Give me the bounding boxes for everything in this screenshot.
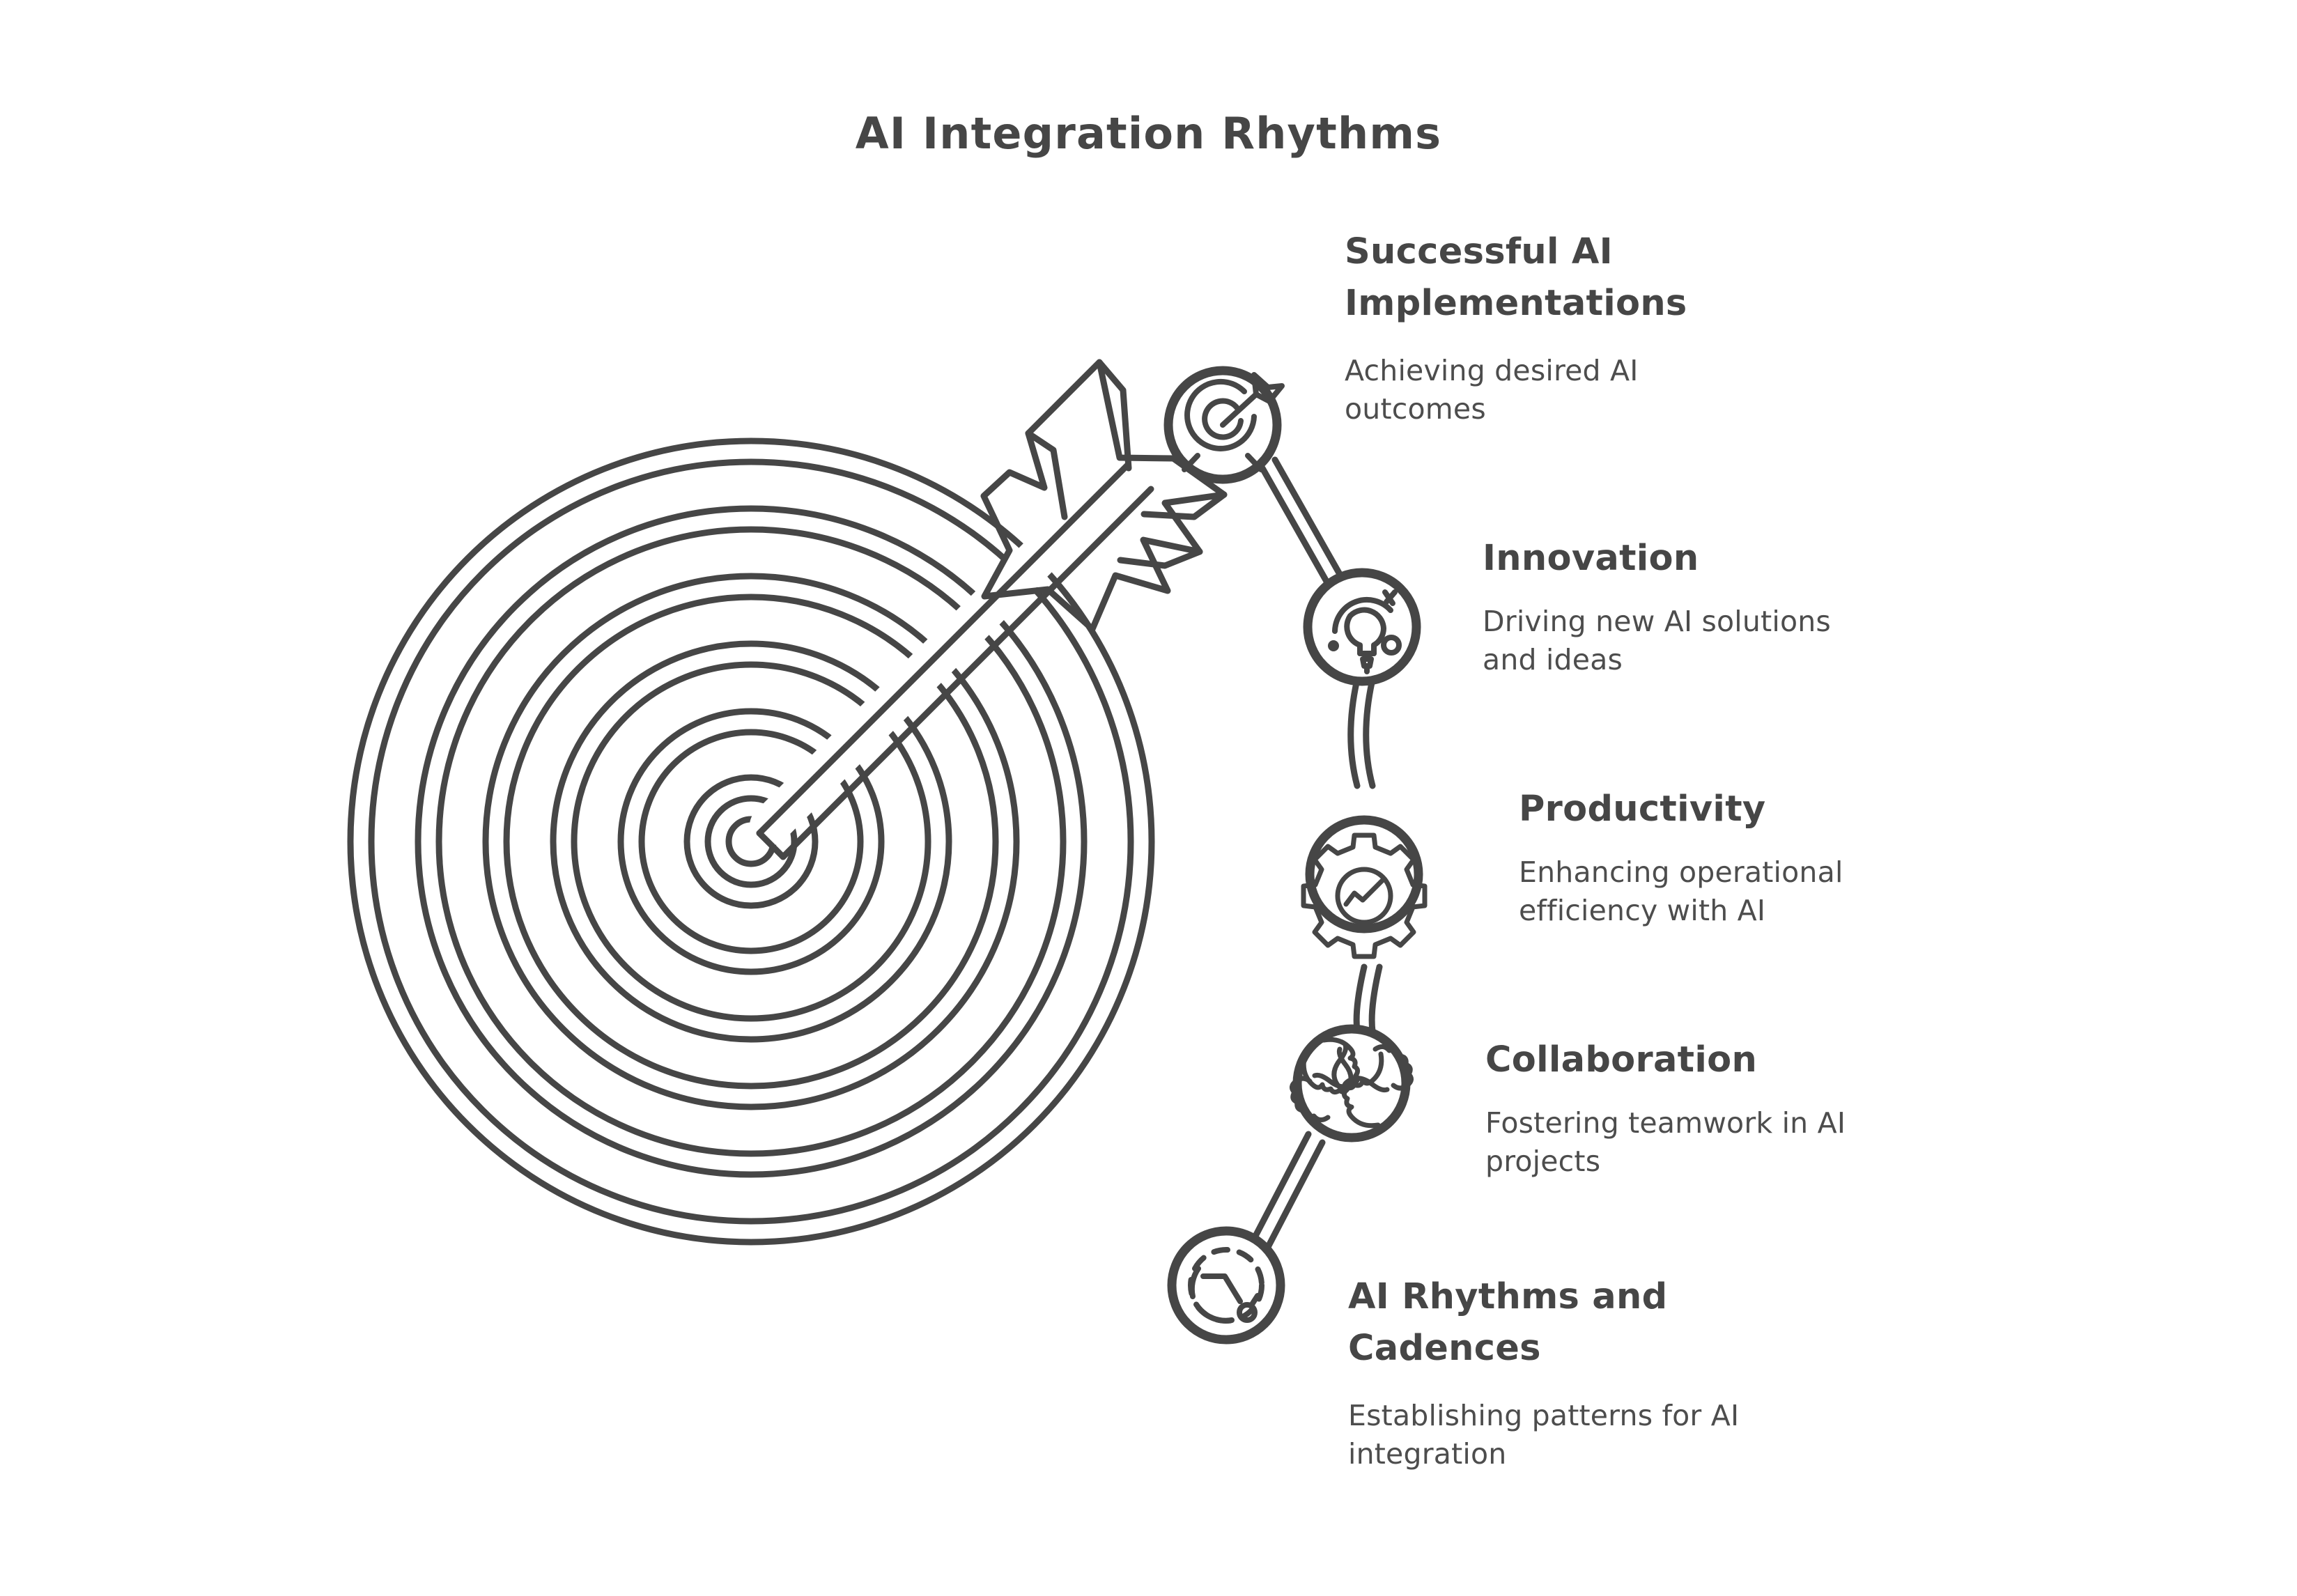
lightbulb-icon-dot-large <box>1381 635 1402 656</box>
connector-4-5-line-a <box>1249 1131 1312 1245</box>
hands-icon-hand-top-left <box>1312 1037 1361 1090</box>
page-title: AI Integration Rhythms <box>855 108 1442 159</box>
node-3-circle-productivity[interactable] <box>1301 815 1428 959</box>
target-icon-leg-left <box>1182 453 1200 472</box>
item-title-innovation: Innovation <box>1483 538 1699 579</box>
target-arrow-icon <box>1182 372 1285 472</box>
cycle-icon-solid-arc-2 <box>1189 1266 1201 1299</box>
connector-2-3-line-a <box>1347 679 1361 789</box>
gear-icon-hub <box>1335 867 1393 925</box>
target-ring-5 <box>503 594 999 1090</box>
node-5-circle-rhythms[interactable] <box>1167 1226 1285 1345</box>
gear-icon-trend-line <box>1343 878 1385 907</box>
arrow-shaft-edge-a <box>756 462 1131 837</box>
item-desc-productivity: Enhancing operational efficiency with AI <box>1519 855 1843 927</box>
target-ring-9 <box>638 729 864 954</box>
target-ring-outer-edge <box>347 437 1155 1246</box>
item-desc-innovation: Driving new AI solutions and ideas <box>1483 605 1831 676</box>
arrow-fletching-inner-d <box>1117 548 1203 569</box>
lightbulb-icon <box>1328 589 1402 674</box>
cycle-icon-pulse-line <box>1200 1273 1243 1304</box>
arrow-shaft-edge-b <box>780 486 1154 860</box>
cycle-icon-solid-arc <box>1196 1305 1235 1324</box>
target-ring-10 <box>683 774 819 909</box>
hands-icon-arm-lower-left <box>1290 1076 1331 1122</box>
hands-icon-arm-upper-right <box>1372 1044 1414 1091</box>
target-icon-arrow-shaft <box>1220 392 1259 428</box>
hands-teamwork-icon <box>1290 1037 1414 1129</box>
arrow-fletching-inner-a <box>1096 359 1132 472</box>
target-ring-7 <box>571 661 931 1022</box>
hands-icon-hand-bottom-right <box>1341 1076 1390 1129</box>
item-title-productivity: Productivity <box>1519 789 1766 830</box>
item-title-successful-ai-implementations: Successful AI Implementations <box>1345 231 1687 324</box>
cycle-icon-node-dot <box>1237 1302 1258 1323</box>
target-ring-4 <box>482 573 1020 1110</box>
target-icon-outer-arc <box>1184 378 1257 451</box>
item-desc-collaboration: Fostering teamwork in AI projects <box>1485 1106 1846 1178</box>
connector-chain <box>1249 456 1383 1253</box>
lightbulb-icon-halo-arc <box>1332 596 1393 634</box>
gear-chart-icon <box>1301 832 1428 959</box>
item-desc-ai-rhythms-and-cadences: Establishing patterns for AI integration <box>1348 1399 1740 1471</box>
target-icon-leg-right <box>1245 453 1264 472</box>
arrow-tip <box>756 830 787 860</box>
target-ring-2 <box>415 505 1088 1178</box>
lightbulb-icon-bulb <box>1344 607 1386 656</box>
arrow-fletching-outline <box>980 359 1228 633</box>
target-ring-1 <box>368 458 1134 1225</box>
node-2-circle-innovation[interactable] <box>1303 568 1421 686</box>
target-icon-inner-arc <box>1202 398 1244 440</box>
target-ring-3 <box>435 526 1067 1157</box>
connector-4-5-line-b <box>1263 1139 1326 1253</box>
target-illustration <box>347 359 1228 1246</box>
node-4-circle-collaboration[interactable] <box>1290 1024 1414 1142</box>
connector-3-4-line-a <box>1353 963 1368 1035</box>
arrow-fletching-inner-b <box>1025 430 1068 520</box>
item-desc-successful-ai-implementations: Achieving desired AI outcomes <box>1345 354 1639 426</box>
connector-1-2-line-a <box>1259 465 1331 587</box>
gear-icon-teeth <box>1301 832 1428 959</box>
lightbulb-icon-spark-b <box>1382 589 1395 606</box>
target-ring-6 <box>550 640 952 1043</box>
item-title-collaboration: Collaboration <box>1485 1039 1758 1080</box>
node-1-circle-target[interactable] <box>1163 366 1285 484</box>
connector-3-4-line-b <box>1368 963 1383 1035</box>
connector-2-3-line-b <box>1363 679 1376 789</box>
connector-1-2-line-b <box>1271 456 1344 579</box>
target-icon-arrow-head <box>1251 372 1285 404</box>
item-title-ai-rhythms-and-cadences: AI Rhythms and Cadences <box>1348 1276 1668 1369</box>
cycle-pulse-icon <box>1188 1247 1264 1324</box>
lightbulb-icon-dot-small <box>1328 640 1339 651</box>
target-ring-8 <box>617 708 885 975</box>
hands-icon-hand-left <box>1301 1046 1354 1095</box>
arrow-fletching-inner-c <box>1140 491 1228 520</box>
